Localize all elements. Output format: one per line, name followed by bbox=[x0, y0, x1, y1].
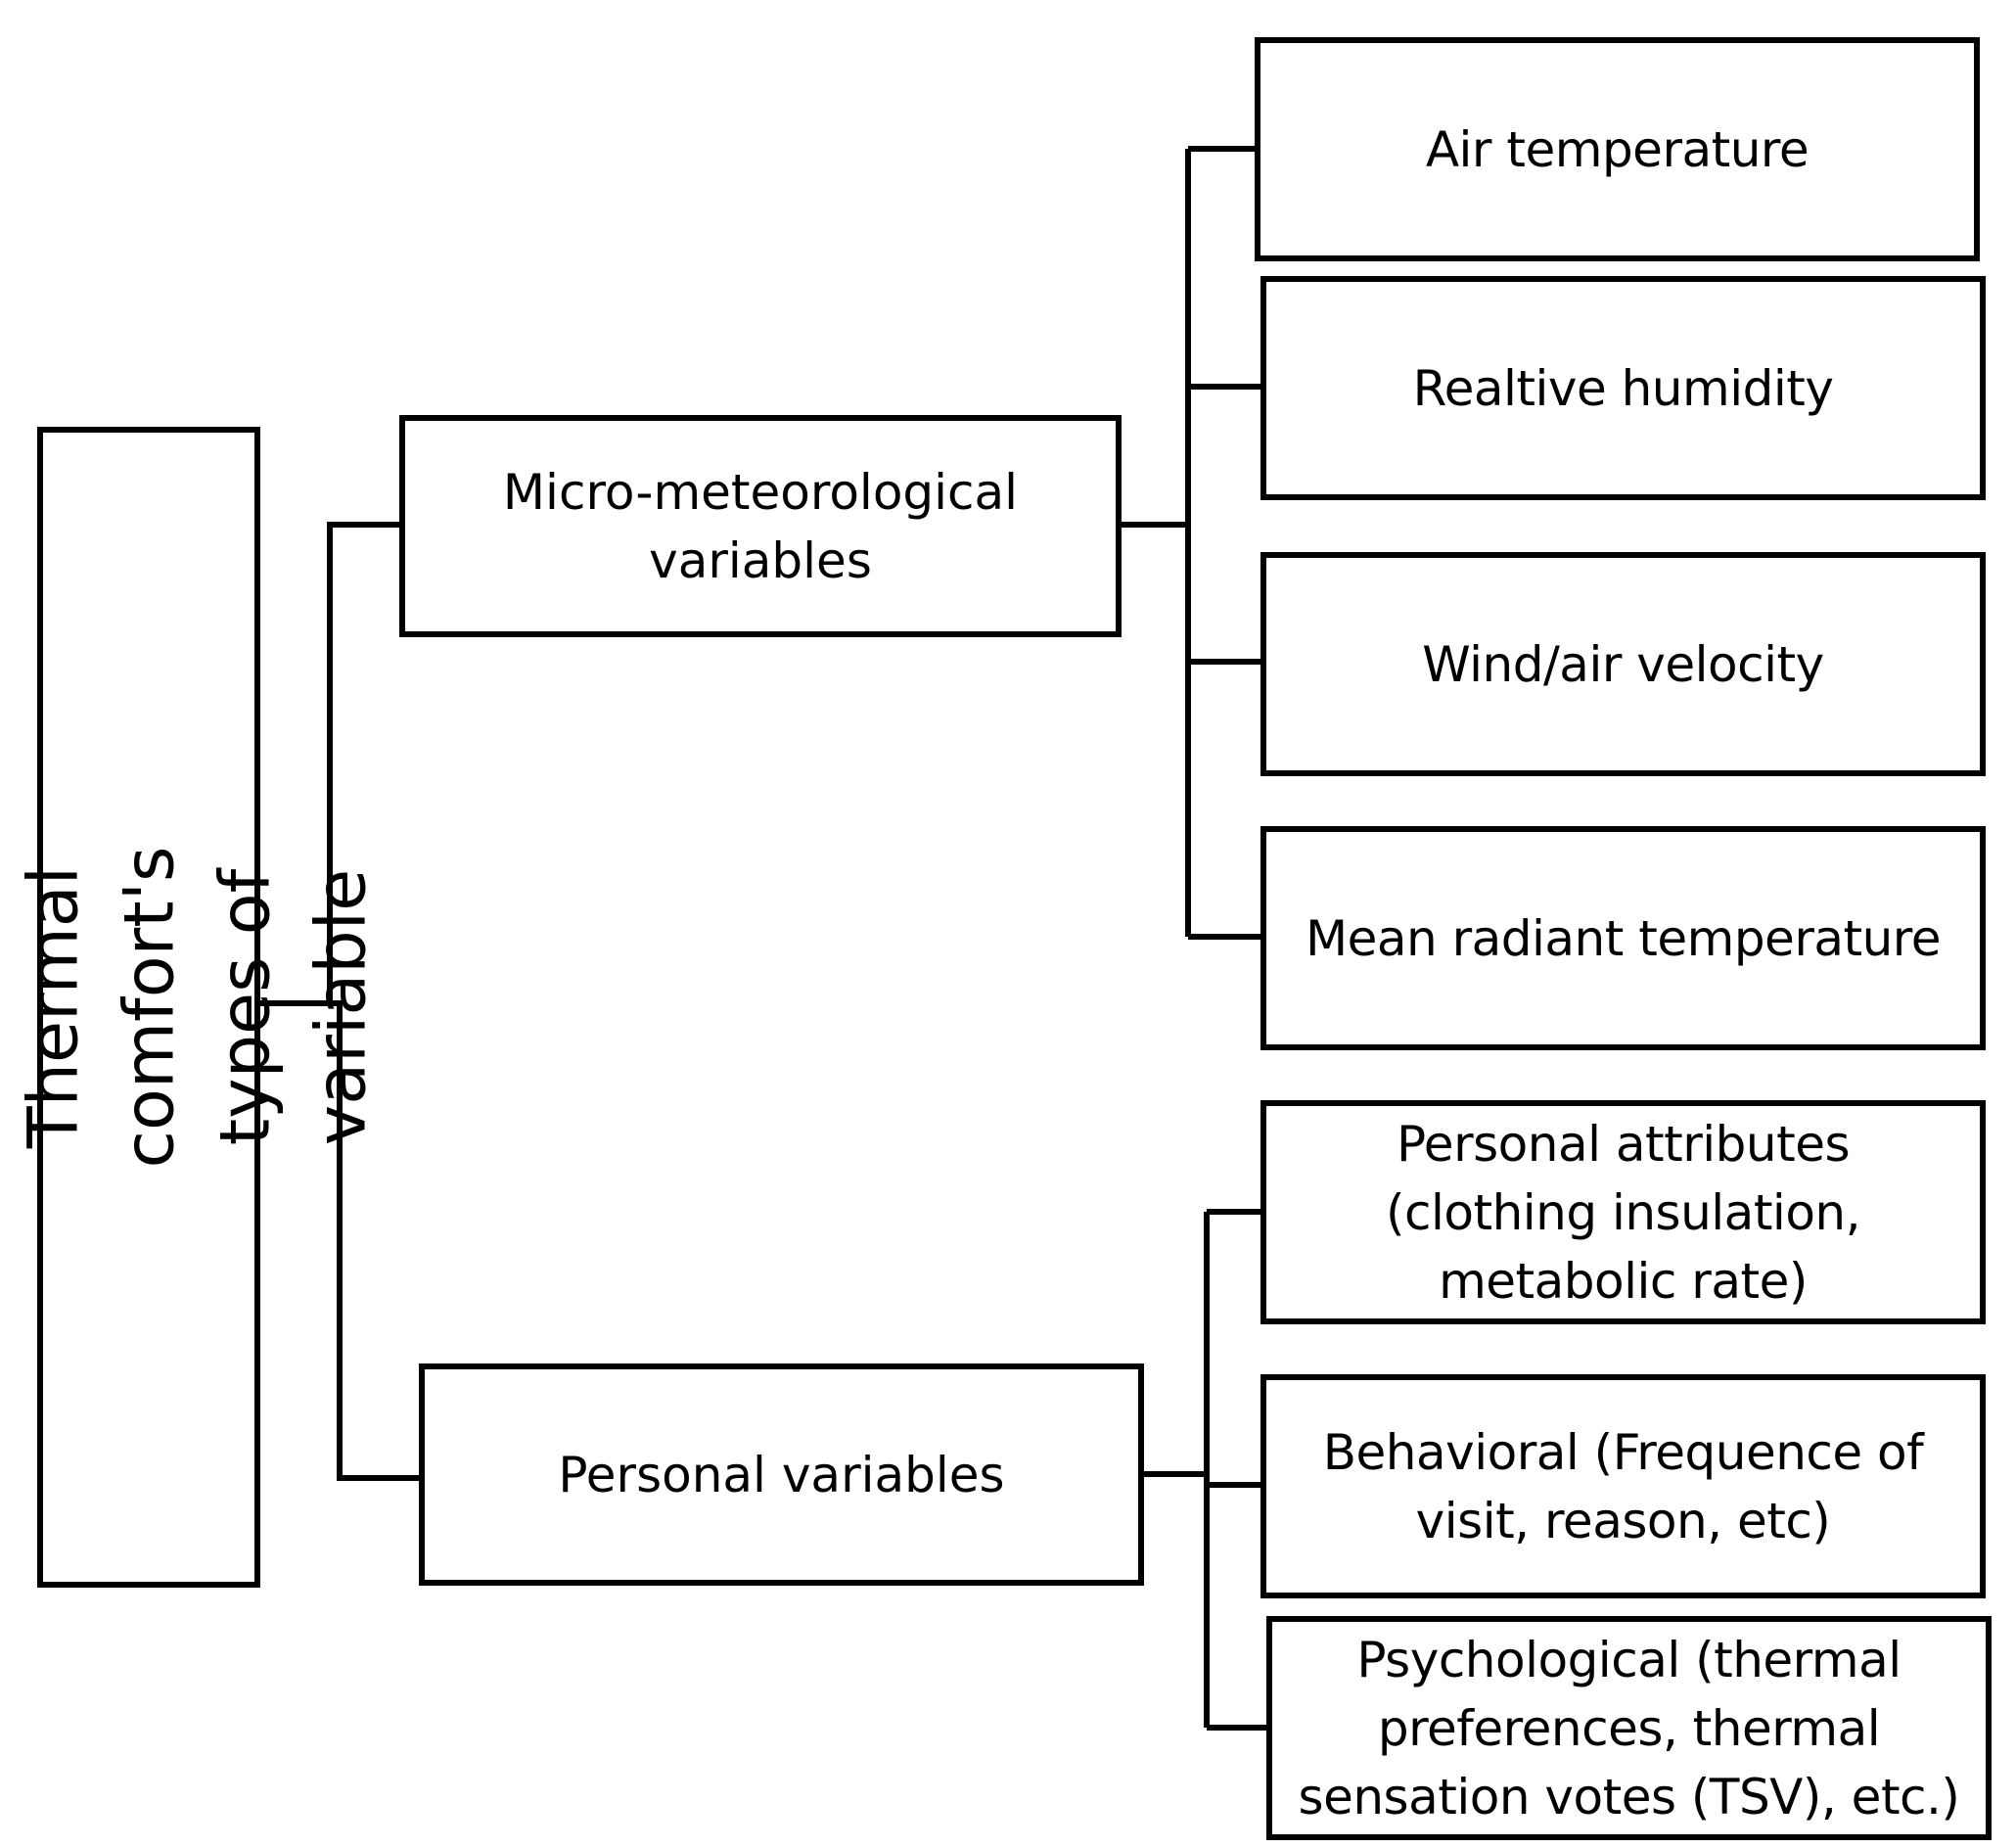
root-connector bbox=[257, 522, 422, 1481]
personal-connector bbox=[1141, 1209, 1269, 1731]
root-node-label: Outdoor Thermal comfort's types of varia… bbox=[13, 846, 381, 1169]
leaf-label-relative-humidity: Realtive humidity bbox=[1412, 359, 1834, 417]
leaf-box-relative-humidity: Realtive humidity bbox=[1260, 276, 1986, 500]
leaf-label-air-temperature: Air temperature bbox=[1425, 120, 1810, 178]
leaf-box-wind-air-velocity: Wind/air velocity bbox=[1260, 552, 1986, 776]
category-box-micro-meteorological: Micro-meteorological variables bbox=[399, 415, 1122, 637]
leaf-box-personal-attributes: Personal attributes (clothing insulation… bbox=[1260, 1100, 1986, 1324]
category-box-personal: Personal variables bbox=[419, 1363, 1144, 1586]
leaf-label-behavioral: Behavioral (Frequence of visit, reason, … bbox=[1322, 1423, 1924, 1549]
leaf-label-psychological: Psychological (thermal preferences, ther… bbox=[1298, 1631, 1960, 1825]
root-node-box: Outdoor Thermal comfort's types of varia… bbox=[13, 427, 381, 1588]
leaf-label-mean-radiant-temperature: Mean radiant temperature bbox=[1305, 909, 1942, 967]
leaf-box-air-temperature: Air temperature bbox=[1255, 37, 1980, 261]
leaf-box-behavioral: Behavioral (Frequence of visit, reason, … bbox=[1260, 1374, 1986, 1598]
leaf-label-wind-air-velocity: Wind/air velocity bbox=[1422, 635, 1824, 693]
category-label-micro-meteorological: Micro-meteorological variables bbox=[502, 463, 1019, 589]
leaf-box-psychological: Psychological (thermal preferences, ther… bbox=[1266, 1616, 1992, 1840]
category-label-personal: Personal variables bbox=[558, 1446, 1005, 1503]
leaf-box-mean-radiant-temperature: Mean radiant temperature bbox=[1260, 826, 1986, 1050]
leaf-label-personal-attributes: Personal attributes (clothing insulation… bbox=[1385, 1115, 1861, 1310]
micro-meteorological-connector bbox=[1119, 146, 1263, 940]
